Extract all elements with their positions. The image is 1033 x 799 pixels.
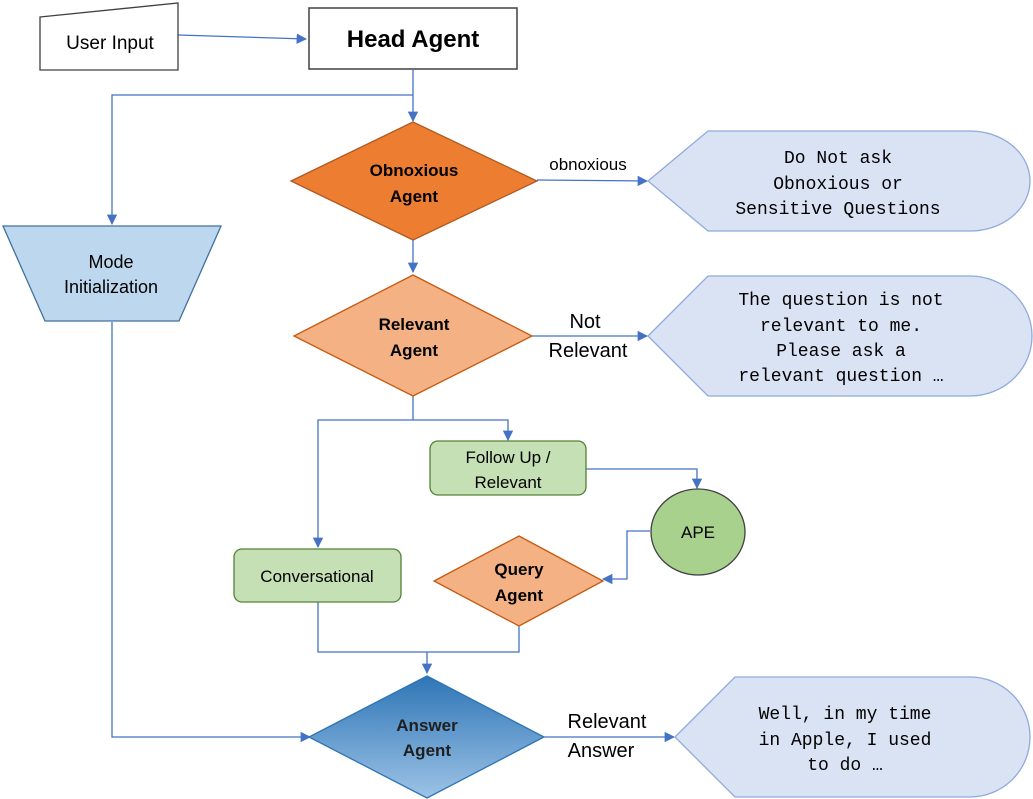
head-agent-node: Head Agent	[308, 7, 518, 70]
obnoxious-agent-line-2: Agent	[390, 187, 439, 206]
output-answer-line-3: to do …	[807, 756, 883, 776]
edge-label-obnoxious: obnoxious	[549, 155, 627, 174]
follow-up-line-1: Follow Up /	[465, 448, 550, 467]
output-answer-node: Well, in my time in Apple, I used to do …	[674, 676, 1031, 798]
relevant-agent-shape	[292, 274, 534, 397]
output-obnoxious-line-2: Obnoxious or	[773, 175, 903, 195]
follow-up-relevant-node: Follow Up / Relevant	[429, 440, 587, 496]
user-input-node: User Input	[39, 2, 179, 71]
output-answer-line-1: Well, in my time	[759, 705, 932, 725]
edge-label-relevant-1: Relevant	[568, 711, 647, 733]
mode-initialization-node: Mode Initialization	[2, 225, 222, 322]
edge-relevant-to-followup	[412, 396, 514, 442]
edge-label-not: Not	[569, 311, 601, 333]
answer-agent-line-1: Answer	[396, 716, 458, 735]
query-agent-shape	[432, 535, 605, 627]
conversational-node: Conversational	[233, 548, 402, 603]
output-answer-line-2: in Apple, I used	[759, 731, 932, 751]
output-not-relevant-line-1: The question is not	[738, 291, 943, 311]
edge-label-answer: Answer	[568, 740, 635, 762]
query-agent-line-1: Query	[494, 560, 544, 579]
relevant-agent-node: Relevant Agent	[292, 274, 534, 397]
edges	[106, 33, 703, 743]
edge-user-to-head	[177, 33, 308, 44]
output-obnoxious-node: Do Not ask Obnoxious or Sensitive Questi…	[646, 130, 1031, 232]
output-obnoxious-line-3: Sensitive Questions	[735, 200, 940, 220]
output-obnoxious-line-1: Do Not ask	[784, 149, 892, 169]
answer-agent-shape	[307, 675, 546, 799]
edge-relevant-to-conversational	[312, 419, 413, 549]
edge-head-to-mode	[106, 94, 413, 226]
edge-conversational-to-answer	[317, 602, 433, 675]
edge-query-to-answer	[427, 624, 520, 653]
edge-obnoxious-to-output	[536, 175, 649, 187]
obnoxious-agent-line-1: Obnoxious	[370, 161, 459, 180]
user-input-label: User Input	[66, 33, 154, 54]
mode-init-line-2: Initialization	[64, 277, 158, 297]
edge-mode-to-answer	[111, 322, 312, 743]
relevant-agent-line-1: Relevant	[379, 315, 450, 334]
conversational-label: Conversational	[260, 567, 373, 586]
edge-label-relevant: Relevant	[549, 340, 628, 362]
obnoxious-agent-shape	[289, 121, 539, 241]
follow-up-line-2: Relevant	[474, 473, 541, 492]
obnoxious-agent-node: Obnoxious Agent	[289, 121, 539, 241]
output-not-relevant-line-4: relevant question …	[738, 367, 943, 387]
output-not-relevant-line-2: relevant to me.	[760, 317, 922, 337]
answer-agent-node: Answer Agent	[307, 675, 546, 799]
ape-shape	[650, 488, 746, 576]
mode-init-line-1: Mode	[88, 252, 133, 272]
edge-ape-to-query	[601, 530, 650, 585]
edge-followup-to-ape	[585, 468, 703, 490]
answer-agent-line-2: Agent	[403, 741, 452, 760]
conversational-shape	[233, 548, 402, 603]
query-agent-node: Query Agent	[432, 535, 605, 627]
output-not-relevant-node: The question is not relevant to me. Plea…	[647, 275, 1033, 397]
query-agent-line-2: Agent	[495, 586, 544, 605]
relevant-agent-line-2: Agent	[390, 341, 439, 360]
output-not-relevant-line-3: Please ask a	[776, 342, 906, 362]
head-agent-label: Head Agent	[347, 26, 479, 53]
ape-label: APE	[681, 523, 715, 542]
follow-up-shape	[429, 440, 587, 496]
ape-node: APE	[650, 488, 746, 576]
